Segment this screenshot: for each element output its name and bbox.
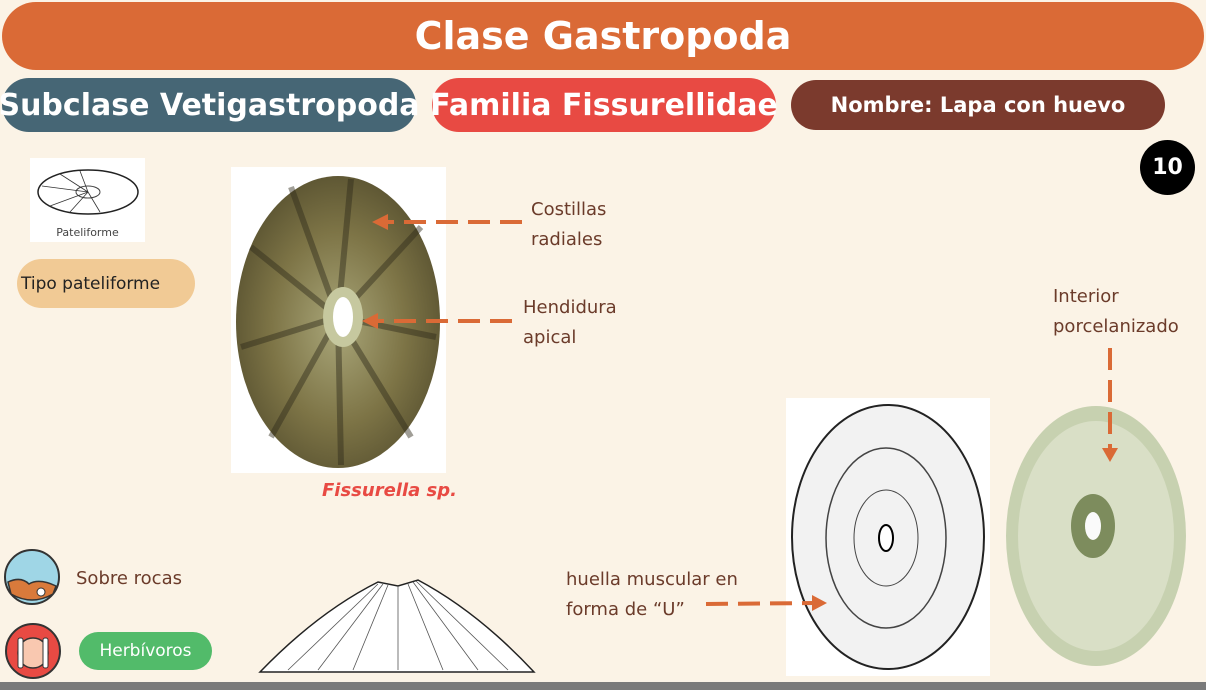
name-tag: Nombre: Lapa con huevo [791,80,1165,130]
plate-utensils-icon [4,622,62,680]
species-name: Fissurella sp. [322,480,457,501]
shape-type-badge: Tipo pateliforme [17,259,195,308]
limpet-outline-icon [37,169,139,215]
title-banner: Clase Gastropoda [2,2,1204,70]
habitat-label: Sobre rocas [76,568,182,589]
shell-side-profile-drawing [258,579,536,673]
slit-label: Hendidura apical [523,297,617,348]
muscle-scar-label: huella muscular en forma de “U” [566,569,738,620]
family-tag: Familia Fissurellidae [430,78,778,132]
footer-divider [0,682,1206,690]
rocks-icon [3,548,61,606]
interior-label: Interior porcelanizado [1053,286,1179,337]
shell-interior-drawing [786,398,990,676]
ribs-label: Costillas radiales [531,199,607,250]
page-title: Clase Gastropoda [414,14,792,58]
subclass-tag: Subclase Vetigastropoda [0,78,420,132]
pateliform-thumbnail: Pateliforme [30,158,145,242]
page-number-badge: 10 [1140,140,1195,195]
thumbnail-caption: Pateliforme [56,226,119,239]
shell-interior-photo [1000,400,1206,672]
diet-badge: Herbívoros [79,632,212,670]
